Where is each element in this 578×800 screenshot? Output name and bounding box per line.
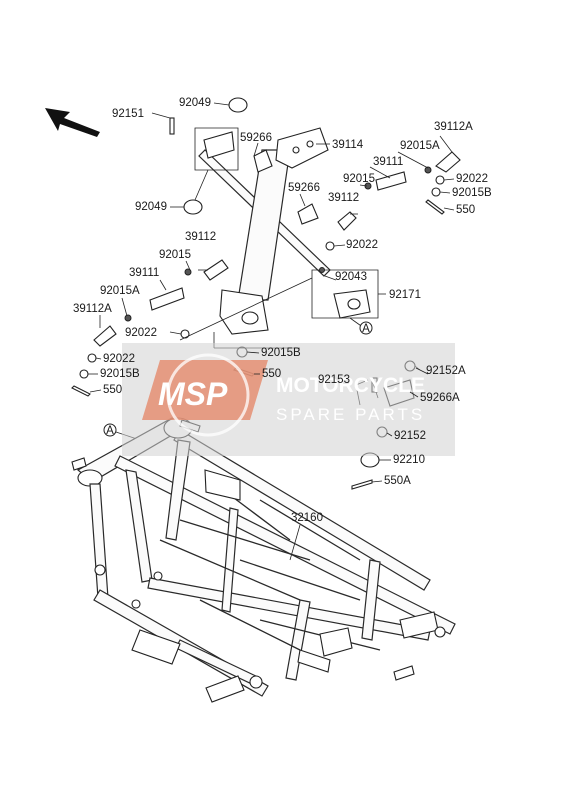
label-39114: 39114 bbox=[332, 139, 364, 151]
label-550-left: 550 bbox=[103, 384, 122, 396]
label-92151: 92151 bbox=[112, 108, 144, 120]
label-92043: 92043 bbox=[335, 271, 367, 283]
reference-marker-a-2: A bbox=[103, 423, 141, 441]
label-59266-mid: 59266 bbox=[288, 182, 320, 194]
direction-arrow-icon bbox=[45, 108, 100, 137]
label-leaders bbox=[88, 151, 455, 561]
label-92049-left: 92049 bbox=[135, 201, 167, 213]
label-550-center: 550 bbox=[262, 368, 281, 380]
label-92022-left2: 92022 bbox=[103, 353, 135, 365]
label-550-right: 550 bbox=[456, 204, 475, 216]
watermark: MSP MOTORCYCLE SPARE PARTS bbox=[122, 343, 455, 456]
msp-logo-icon bbox=[142, 353, 268, 437]
label-39111-right: 39111 bbox=[373, 156, 403, 168]
label-92049-top: 92049 bbox=[179, 97, 211, 109]
label-92015-left: 92015 bbox=[159, 249, 191, 261]
label-92015A-right: 92015A bbox=[400, 140, 440, 152]
label-92171: 92171 bbox=[389, 289, 421, 301]
label-550A: 550A bbox=[384, 475, 411, 487]
label-59266A: 59266A bbox=[420, 392, 460, 404]
label-92022-right2: 92022 bbox=[346, 239, 378, 251]
part-labels: 92151 92049 59266 39114 39112A 92015A 39… bbox=[73, 97, 492, 524]
label-59266-top: 59266 bbox=[240, 132, 272, 144]
ref-label-a-2: A bbox=[106, 425, 114, 437]
label-92152: 92152 bbox=[394, 430, 426, 442]
label-92210: 92210 bbox=[393, 454, 425, 466]
watermark-logo-text: MSP bbox=[158, 376, 228, 412]
label-32160: 32160 bbox=[291, 512, 323, 524]
reference-marker-a-1: A bbox=[359, 321, 373, 335]
label-39112A-left: 39112A bbox=[73, 303, 112, 315]
label-39112A-right: 39112A bbox=[434, 121, 473, 133]
label-92015A-left: 92015A bbox=[100, 285, 140, 297]
label-39112-right: 39112 bbox=[328, 192, 359, 204]
label-92022-left1: 92022 bbox=[125, 327, 157, 339]
label-92152A: 92152A bbox=[426, 365, 466, 377]
steering-stem-assembly bbox=[198, 127, 371, 335]
label-92015B-left: 92015B bbox=[100, 368, 140, 380]
clamp-group-box bbox=[194, 127, 239, 171]
watermark-brand-text: MOTORCYCLE bbox=[276, 374, 425, 397]
label-92022-right1: 92022 bbox=[456, 173, 488, 185]
clamp-group-box-2 bbox=[311, 269, 379, 319]
label-92015B-right: 92015B bbox=[452, 187, 492, 199]
label-39111-left: 39111 bbox=[129, 267, 159, 279]
label-92015B-center: 92015B bbox=[261, 347, 301, 359]
label-92153: 92153 bbox=[318, 374, 350, 386]
label-92015-right: 92015 bbox=[343, 173, 375, 185]
watermark-sub-text: SPARE PARTS bbox=[276, 405, 425, 424]
ref-label-a-1: A bbox=[362, 323, 370, 335]
label-39112-left: 39112 bbox=[185, 231, 216, 243]
